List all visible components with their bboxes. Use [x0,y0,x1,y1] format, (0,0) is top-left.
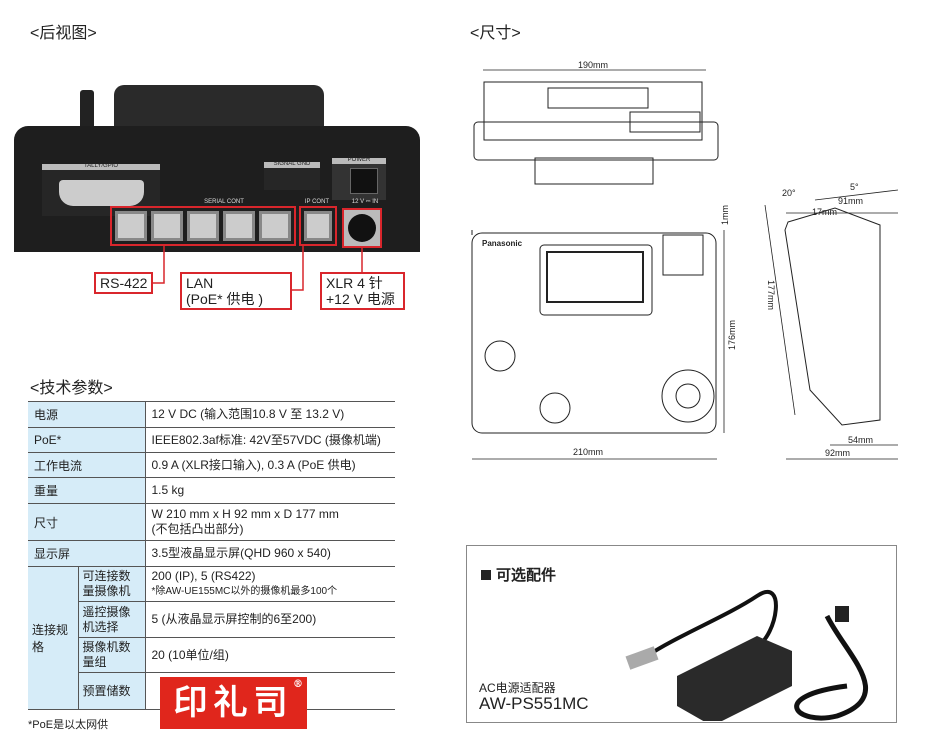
rs422-port-1 [259,211,291,241]
row-value: 0.9 A (XLR接口输入), 0.3 A (PoE 供电) [145,452,395,478]
dim-91: 91mm [838,196,863,206]
value-note: *除AW-UE155MC以外的摄像机最多100个 [151,586,338,597]
row-label: 电源 [28,401,146,428]
stamp-mark: ® [293,679,303,690]
value-line: 200 (IP), 5 (RS422) [151,569,256,583]
lan-port [304,211,332,241]
callout-lan-text: LAN [186,275,214,291]
dim-177: 177mm [766,280,776,310]
callout-xlr-text: XLR 4 针 [326,275,383,291]
accessory-name: AC电源适配器 [479,681,556,695]
dim-17: 17mm [812,207,837,217]
callout-lan-poe: (PoE* 供电 ) [186,291,264,307]
dim-1: 1mm [720,205,730,225]
dimensions-title: <尺寸> [470,25,521,42]
rs422-port-5 [115,211,147,241]
dim-92: 92mm [825,448,850,458]
row-value: 5 (从液晶显示屏控制的6至200) [145,601,395,638]
value-line: (不包括凸出部分) [151,522,244,536]
rs422-port-4 [151,211,183,241]
accessory-title-text: 可选配件 [496,567,557,584]
watermark-stamp: 印礼司® [160,677,307,729]
stamp-text: 印礼司 [173,683,294,723]
dim-54: 54mm [848,435,873,445]
tally-label: TALLY/GPIO [83,163,119,169]
square-bullet-icon [481,570,491,580]
callout-lan: LAN(PoE* 供电 ) [180,272,292,310]
dim-20deg: 20° [782,188,796,198]
value-line: W 210 mm x H 92 mm x D 177 mm [151,507,339,521]
accessory-model: AW-PS551MC [479,694,589,713]
xlr-connector [348,214,376,242]
dim-210: 210mm [573,447,603,457]
sub-label: 预置储数 [78,672,146,710]
dc-in-label: 12 V ⎓ IN [351,199,379,205]
row-label: 尺寸 [28,503,146,541]
rs422-port-2 [223,211,255,241]
dim-190: 190mm [578,60,608,70]
sub-label: 可连接数量摄像机 [78,566,146,602]
callout-leaders [150,245,363,291]
row-value: 20 (10单位/组) [145,637,395,673]
row-value: 3.5型液晶显示屏(QHD 960 x 540) [145,540,395,567]
specs-title: <技术参数> [30,380,113,397]
row-label: 显示屏 [28,540,146,567]
sub-label: 遥控摄像机选择 [78,601,146,638]
ac-adapter-image [625,590,869,721]
brand-logo: Panasonic [482,239,523,248]
table-row: 连接规格可连接数量摄像机 200 (IP), 5 (RS422) *除AW-UE15… [28,566,395,710]
row-label: 工作电流 [28,452,146,478]
accessory-box: 可选配件 AC电源适配器 AW-PS551MC [466,545,897,723]
callout-xlr-power: +12 V 电源 [326,291,395,307]
row-label: PoE* [28,427,146,453]
row-value: IEEE802.3af标准: 42V至57VDC (摄像机端) [145,427,395,453]
row-value: 200 (IP), 5 (RS422) *除AW-UE155MC以外的摄像机最多1… [145,566,395,602]
accessory-title: 可选配件 [481,564,556,585]
rs422-port-3 [187,211,219,241]
ip-label: IP CONT [304,199,330,205]
row-value: 12 V DC (输入范围10.8 V 至 13.2 V) [145,401,395,428]
dim-5deg: 5° [850,182,859,192]
group-label: 连接规格 [28,566,79,710]
row-label: 重量 [28,477,146,504]
footnote: *PoE是以太网供 [28,719,109,731]
rear-view-image: TALLY/GPIO SIGNAL GND POWER SERIAL CONT … [14,80,424,255]
row-value: 1.5 kg [145,477,395,504]
sub-label: 摄像机数量组 [78,637,146,673]
table-row: PoE*IEEE802.3af标准: 42V至57VDC (摄像机端) [28,427,395,453]
row-value: W 210 mm x H 92 mm x D 177 mm(不包括凸出部分) [145,503,395,541]
callout-xlr: XLR 4 针+12 V 电源 [320,272,405,310]
rear-view-title: <后视图> [30,25,97,42]
serial-label: SERIAL CONT [204,199,244,205]
callout-rs422: RS-422 [94,272,154,294]
power-label: POWER [347,157,371,163]
dim-176: 176mm [727,320,737,350]
callout-rs422-text: RS-422 [100,275,148,291]
dimension-drawings: 190mm 210mm 176mm 1mm 177mm 20° 5° 91mm … [471,60,899,460]
signal-gnd-label: SIGNAL GND [273,161,311,167]
